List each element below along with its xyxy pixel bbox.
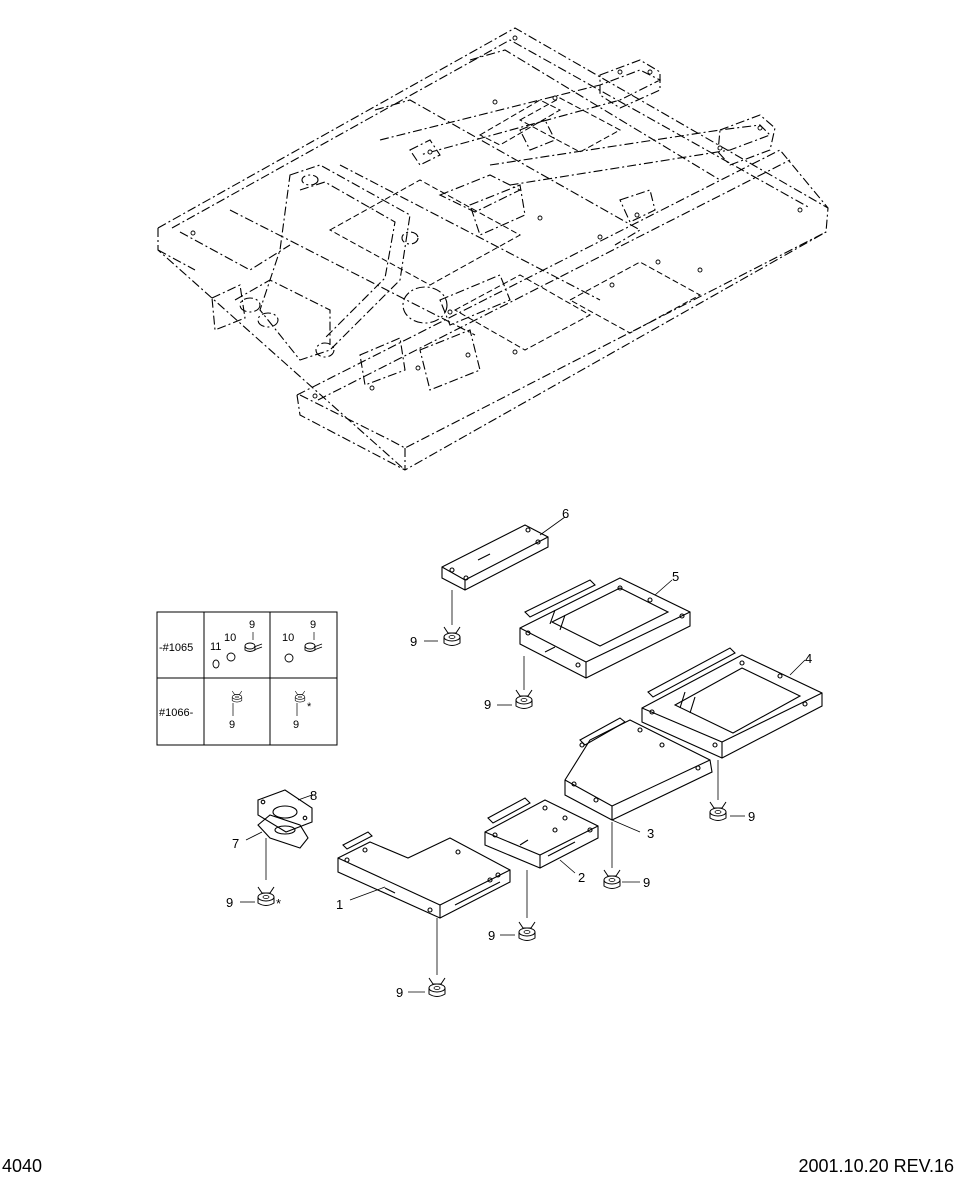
callout-8: 8 <box>310 788 317 803</box>
callout-3: 3 <box>647 826 654 841</box>
table-callout-10-b: 10 <box>282 632 294 644</box>
washer-10-a <box>226 652 236 662</box>
table-callout-10-a: 10 <box>224 632 236 644</box>
frame-boom-mount <box>211 164 448 361</box>
part-3-plate <box>564 717 713 833</box>
serial-table <box>156 611 338 746</box>
callout-9-c: 9 <box>748 809 755 824</box>
table-row-label-1: -#1065 <box>159 642 193 654</box>
nut-9-f <box>428 977 446 997</box>
washer-10-b <box>284 653 294 663</box>
frame-plates <box>328 97 702 351</box>
callout-4: 4 <box>805 651 812 666</box>
callout-2: 2 <box>578 870 585 885</box>
part-6-plate <box>441 516 566 591</box>
bolt-9-a <box>244 642 263 652</box>
nut-9-e <box>518 921 536 941</box>
callout-9-b: 9 <box>484 697 491 712</box>
table-callout-11: 11 <box>210 641 221 653</box>
nut-9-c <box>709 801 727 821</box>
callout-7: 7 <box>232 836 239 851</box>
part-2-plate <box>484 797 599 874</box>
table-callout-9-c: 9 <box>229 719 235 731</box>
nut-9-g <box>257 886 275 906</box>
callout-6: 6 <box>562 506 569 521</box>
table-row-label-2: #1066- <box>159 707 194 719</box>
callout-9-d: 9 <box>643 875 650 890</box>
star-mark-g: * <box>276 896 281 911</box>
callout-9-g: 9 <box>226 895 233 910</box>
callout-1: 1 <box>336 897 343 912</box>
callout-9-f: 9 <box>396 985 403 1000</box>
part-8-gasket <box>257 789 313 833</box>
part-4-plate <box>641 647 823 759</box>
leader-lines <box>240 590 745 993</box>
table-star-mark: * <box>307 701 312 713</box>
frame-cross-beams <box>359 59 776 391</box>
callout-9-a: 9 <box>410 634 417 649</box>
nut-9-b <box>515 689 533 709</box>
nut-9-table-b <box>294 690 306 703</box>
nut-9-table-a <box>231 690 243 703</box>
part-5-plate <box>519 577 691 679</box>
part-7-gasket <box>245 814 309 849</box>
washer-11 <box>212 659 220 669</box>
bolt-9-b <box>304 642 323 652</box>
frame-holes <box>190 35 803 399</box>
table-callout-9-d: 9 <box>293 719 299 731</box>
callout-5: 5 <box>672 569 679 584</box>
upper-frame <box>157 27 829 471</box>
revision-date: 2001.10.20 REV.16 <box>798 1156 954 1176</box>
nut-9-d <box>603 869 621 889</box>
nut-9-a <box>443 626 461 646</box>
callout-9-e: 9 <box>488 928 495 943</box>
table-callout-9-a: 9 <box>249 619 255 631</box>
page-number: 4040 <box>2 1156 43 1176</box>
table-callout-9-b: 9 <box>310 619 316 631</box>
part-1-plate <box>337 831 511 919</box>
